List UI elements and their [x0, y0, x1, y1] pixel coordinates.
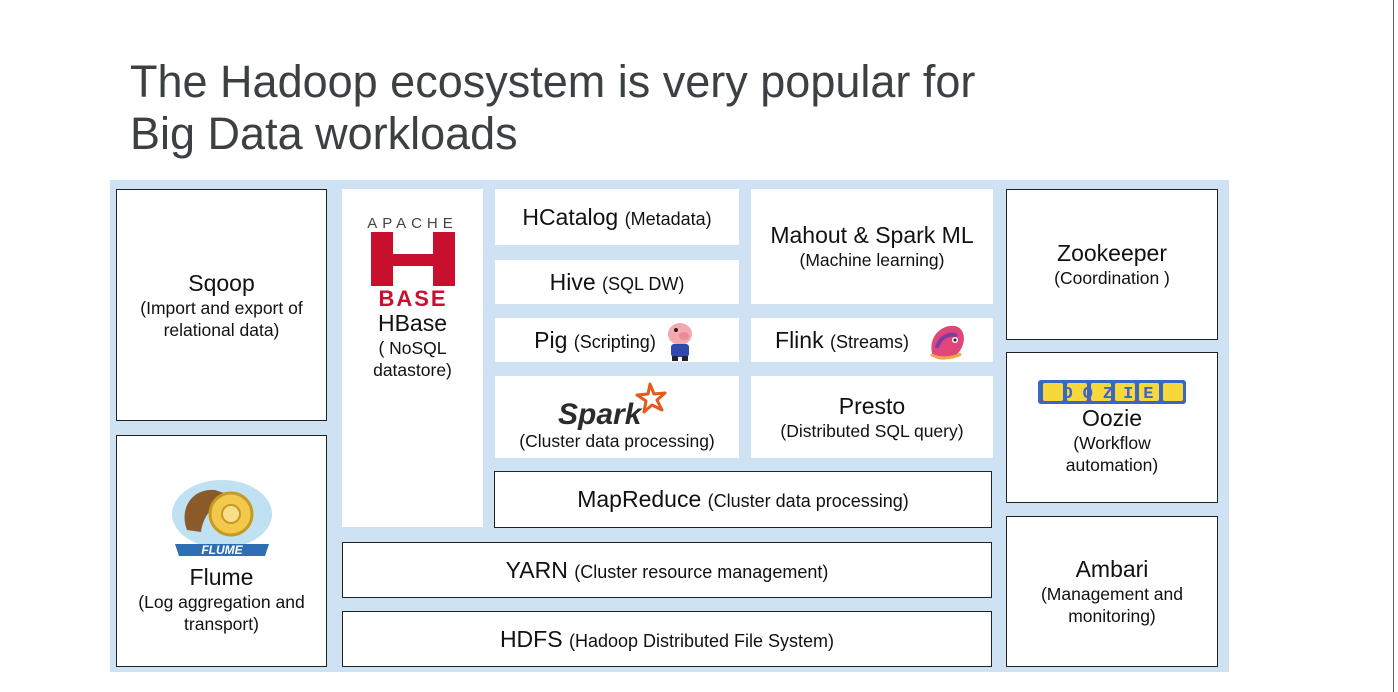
oozie-name: Oozie [1081, 405, 1143, 431]
oozie-desc-1: (Workflow [1073, 433, 1151, 453]
mapreduce-box: MapReduce (Cluster data processing) [494, 471, 992, 528]
sqoop-desc-1: (Import and export of [140, 297, 303, 318]
flink-box: Flink (Streams) [751, 318, 993, 362]
hive-name: Hive [549, 268, 596, 295]
flink-desc: (Streams) [829, 331, 909, 352]
sqoop-box: Sqoop (Import and export of relational d… [116, 189, 327, 421]
spark-desc: (Cluster data processing) [519, 431, 715, 451]
flume-name: Flume [189, 564, 254, 590]
yarn-desc: (Cluster resource management) [574, 561, 829, 582]
mahout-name: Mahout & Spark ML [770, 222, 974, 248]
sqoop-desc-2: relational data) [163, 319, 280, 340]
flume-logo-text: FLUME [201, 543, 243, 557]
flume-logo-icon: FLUME [171, 480, 272, 557]
flink-name: Flink [775, 326, 824, 353]
zookeeper-name: Zookeeper [1057, 240, 1167, 266]
hbase-logo-bottom: BASE [378, 286, 447, 310]
sqoop-name: Sqoop [188, 269, 255, 296]
yarn-name: YARN [505, 556, 568, 583]
ambari-box: Ambari (Management and monitoring) [1006, 516, 1218, 667]
ambari-desc-2: monitoring) [1068, 606, 1156, 626]
zookeeper-box: Zookeeper (Coordination ) [1006, 189, 1218, 340]
mahout-desc: (Machine learning) [799, 250, 945, 270]
hbase-name: HBase [377, 310, 448, 336]
mapreduce-name: MapReduce [577, 486, 702, 512]
hbase-desc-1: ( NoSQL [378, 338, 447, 358]
title-line-2: Big Data workloads [130, 108, 518, 159]
hbase-logo-top: APACHE [367, 215, 458, 232]
pig-desc: (Scripting) [573, 331, 656, 352]
oozie-logo-icon: OOZIE [1038, 380, 1186, 404]
flume-desc-1: (Log aggregation and [138, 592, 305, 612]
flume-box: FLUME Flume (Log aggregation and transpo… [116, 435, 327, 667]
presto-box: Presto (Distributed SQL query) [751, 376, 993, 458]
title-line-1: The Hadoop ecosystem is very popular for [130, 56, 976, 107]
hdfs-desc: (Hadoop Distributed File System) [568, 630, 835, 651]
hcatalog-desc: (Metadata) [624, 208, 712, 229]
hcatalog-box: HCatalog (Metadata) [495, 189, 739, 245]
hcatalog-name: HCatalog [522, 203, 619, 230]
spark-logo-icon: Spark [558, 382, 667, 430]
pig-box: Pig (Scripting) [495, 318, 739, 362]
pig-mascot-icon [667, 323, 692, 361]
hive-box: Hive (SQL DW) [495, 260, 739, 304]
hive-desc: (SQL DW) [602, 273, 685, 294]
hdfs-box: HDFS (Hadoop Distributed File System) [342, 611, 992, 667]
spark-logo-text: Spark [558, 398, 643, 430]
ambari-name: Ambari [1075, 556, 1149, 582]
mapreduce-desc: (Cluster data processing) [707, 491, 909, 511]
hdfs-name: HDFS [499, 625, 563, 652]
flume-desc-2: transport) [184, 614, 259, 634]
hbase-desc-2: datastore) [373, 360, 452, 380]
mahout-box: Mahout & Spark ML (Machine learning) [751, 189, 993, 304]
hbase-box: APACHE BASE HBase ( NoSQL datastore) [342, 189, 483, 527]
presto-desc: (Distributed SQL query) [780, 420, 964, 441]
presto-name: Presto [838, 392, 906, 419]
ambari-desc-1: (Management and [1040, 584, 1184, 604]
hbase-logo-icon: BASE [370, 232, 455, 310]
spark-box: Spark (Cluster data processing) [495, 376, 739, 458]
zookeeper-desc: (Coordination ) [1054, 268, 1170, 288]
oozie-desc-2: automation) [1065, 455, 1159, 475]
slide-title: The Hadoop ecosystem is very popular for… [130, 56, 975, 160]
yarn-box: YARN (Cluster resource management) [342, 542, 992, 598]
flink-squirrel-icon [929, 325, 964, 360]
pig-name: Pig [534, 326, 568, 353]
slide-edge-line [1393, 0, 1394, 692]
oozie-logo-text: OOZIE [1062, 385, 1163, 404]
oozie-box: OOZIE Oozie (Workflow automation) [1006, 352, 1218, 503]
